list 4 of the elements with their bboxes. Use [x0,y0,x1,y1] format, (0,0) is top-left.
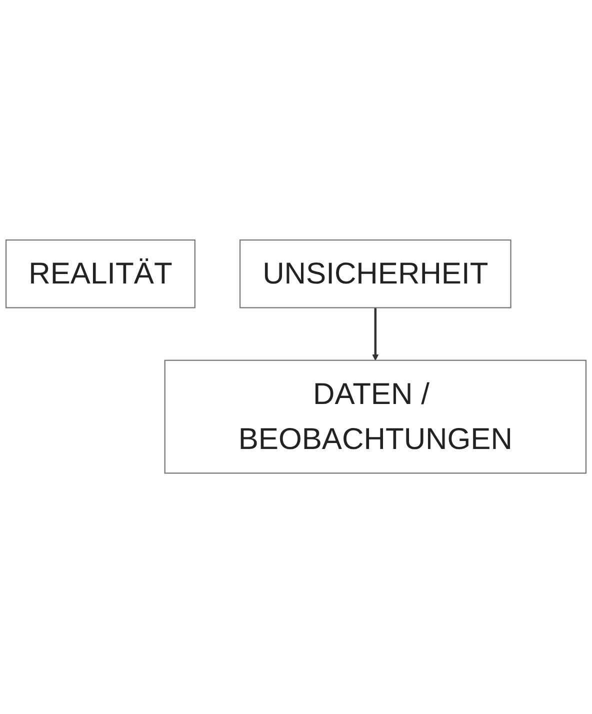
node-box: UNSICHERHEIT [239,240,512,309]
node-box: DATEN / BEOBACHTUNGEN [164,360,587,474]
node-box: REALITÄT [5,240,196,309]
arrow [372,308,379,362]
